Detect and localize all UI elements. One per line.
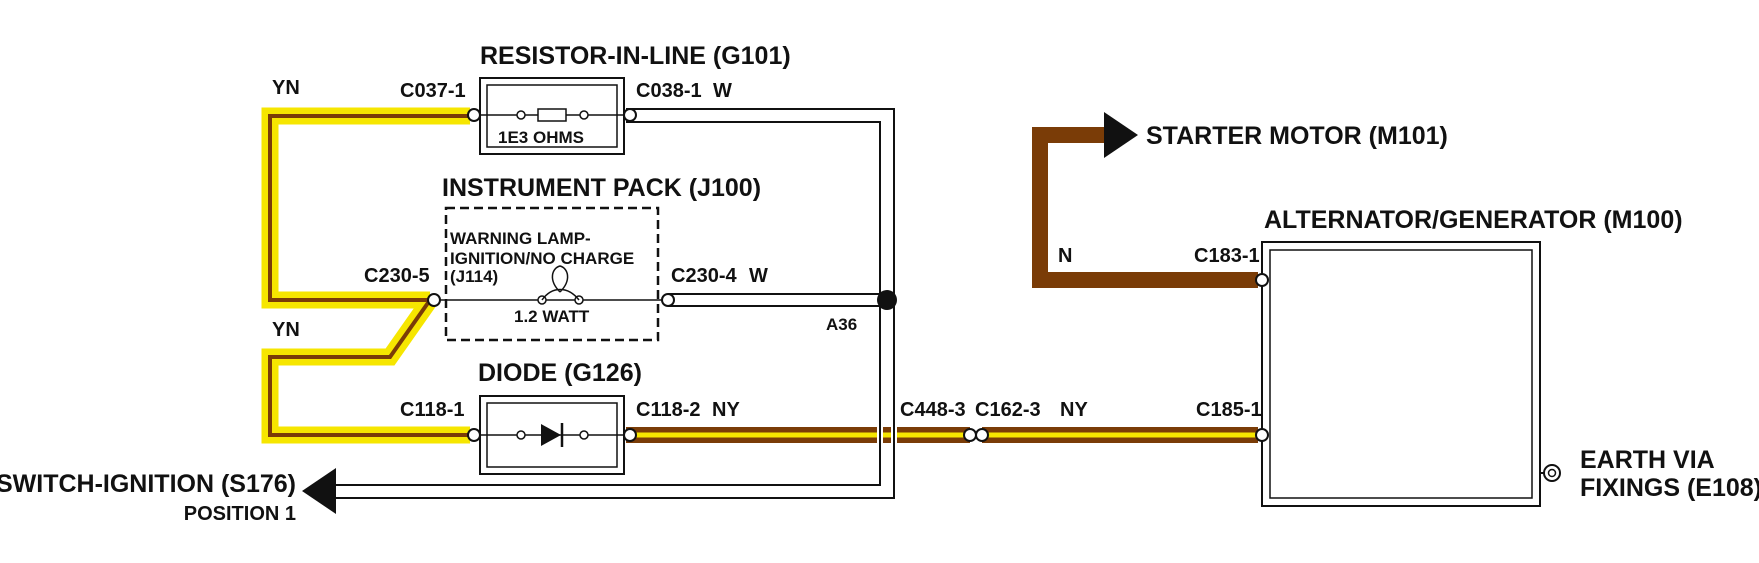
pin-c162-3-label: C162-3 xyxy=(975,399,1041,421)
switch-label-line2: POSITION 1 xyxy=(184,503,296,525)
wire-label-yn-top: YN xyxy=(272,77,300,99)
pin-c118-2-label: C118-2 xyxy=(636,399,701,421)
switch-label-line1: SWITCH-IGNITION (S176) xyxy=(0,470,296,498)
pin-c448-3-label: C448-3 xyxy=(900,399,966,421)
connector-c448-3 xyxy=(963,428,977,442)
connector-c185-1 xyxy=(1255,428,1269,442)
diode-component xyxy=(467,395,637,475)
starter-label: STARTER MOTOR (M101) xyxy=(1146,122,1448,150)
pin-c185-1-label: C185-1 xyxy=(1196,399,1262,421)
connector-c162-3 xyxy=(975,428,989,442)
wire-label-ny-diode: NY xyxy=(712,399,740,421)
resistor-title: RESISTOR-IN-LINE (G101) xyxy=(480,42,791,70)
lamp-rating: 1.2 WATT xyxy=(514,307,590,326)
connector-c230-5 xyxy=(427,293,441,307)
earth-stud-icon xyxy=(1543,464,1561,482)
instrument-pack-title: INSTRUMENT PACK (J100) xyxy=(442,174,761,202)
pin-c230-4-label: C230-4 xyxy=(671,265,737,287)
connector-c037-1 xyxy=(467,108,481,122)
wire-label-w-top: W xyxy=(713,80,732,102)
connector-c038-1 xyxy=(623,108,637,122)
wire-n xyxy=(1032,127,1258,288)
lamp-label-line1: WARNING LAMP- xyxy=(450,229,591,248)
pin-c183-1-label: C183-1 xyxy=(1194,245,1260,267)
wire-label-n: N xyxy=(1058,245,1072,267)
wire-ny xyxy=(626,420,1258,450)
connector-c183-1 xyxy=(1255,273,1269,287)
resistor-symbol xyxy=(537,108,567,122)
pin-c037-1-label: C037-1 xyxy=(400,80,466,102)
pin-c038-1-label: C038-1 xyxy=(636,80,702,102)
wire-label-ny-main: NY xyxy=(1060,399,1088,421)
connector-c118-2 xyxy=(623,428,637,442)
switch-arrow-icon xyxy=(302,468,336,514)
lamp-label-line3: (J114) xyxy=(450,267,498,286)
earth-label-line1: EARTH VIA xyxy=(1580,446,1715,474)
diode-symbol xyxy=(541,424,561,446)
splice-a36 xyxy=(877,290,897,310)
pin-c230-5-label: C230-5 xyxy=(364,265,430,287)
alternator-component xyxy=(1255,241,1561,507)
earth-label-line2: FIXINGS (E108) xyxy=(1580,474,1759,502)
lamp-label-line2: IGNITION/NO CHARGE xyxy=(450,249,634,268)
alternator-title: ALTERNATOR/GENERATOR (M100) xyxy=(1264,206,1683,234)
resistor-value: 1E3 OHMS xyxy=(498,128,584,147)
connector-c118-1 xyxy=(467,428,481,442)
pin-c118-1-label: C118-1 xyxy=(400,399,465,421)
diode-title: DIODE (G126) xyxy=(478,359,642,387)
wire-label-yn-bottom: YN xyxy=(272,319,300,341)
lamp-symbol xyxy=(541,265,580,301)
splice-a36-label: A36 xyxy=(826,315,857,334)
starter-arrow-icon xyxy=(1104,112,1138,158)
resistor-component xyxy=(467,77,637,155)
wire-label-w-mid: W xyxy=(749,265,768,287)
wire-yn xyxy=(261,107,470,444)
connector-c230-4 xyxy=(661,293,675,307)
instrument-pack-component xyxy=(427,206,675,342)
